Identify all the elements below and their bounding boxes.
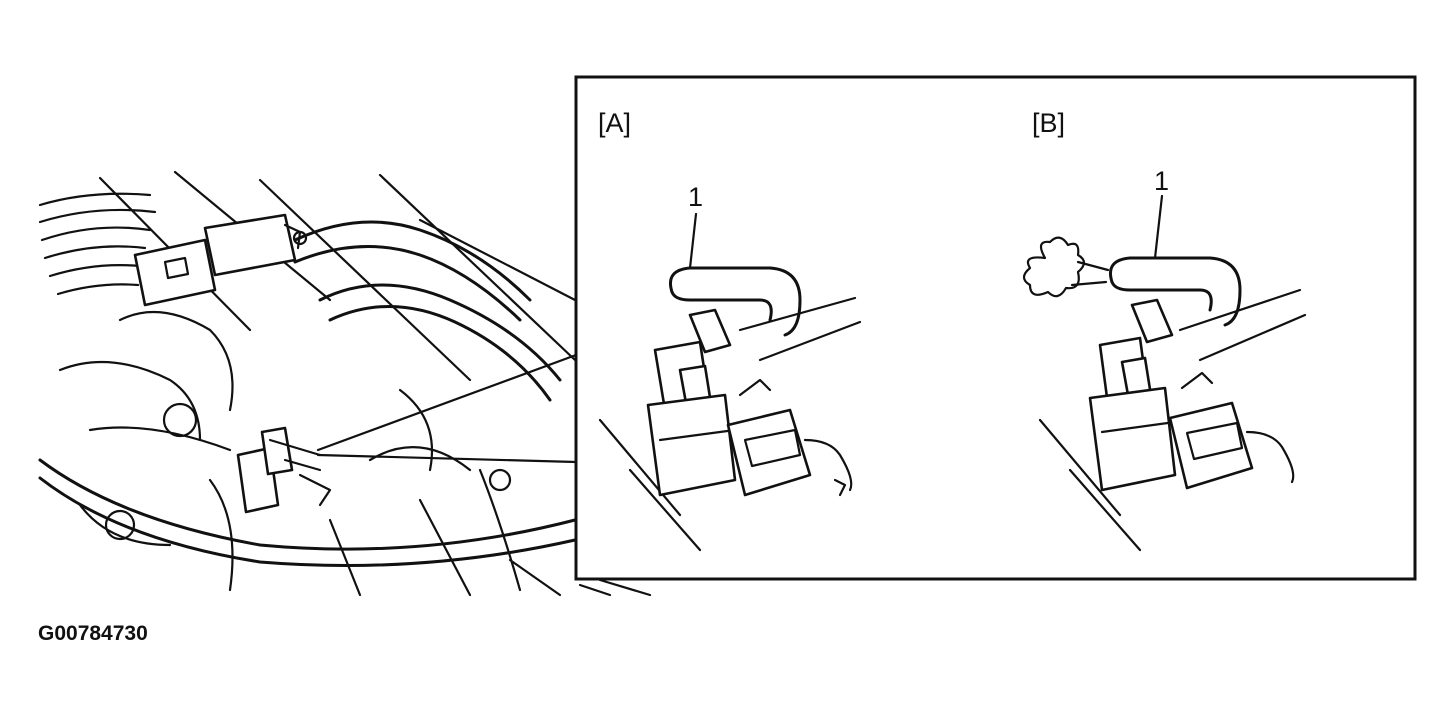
panel-b-valve-illustration xyxy=(1038,256,1307,552)
panel-a-callout-leader xyxy=(688,212,698,270)
panel-a-label: [A] xyxy=(598,108,632,138)
air-puff-icon xyxy=(1022,236,1110,298)
figure-code: G00784730 xyxy=(38,622,148,645)
engine-overview-illustration xyxy=(38,170,652,597)
callout-wedge xyxy=(316,353,578,464)
panel-a-callout-number: 1 xyxy=(688,182,704,212)
panel-b-callout-leader xyxy=(1153,194,1164,260)
panel-b-callout-number: 1 xyxy=(1154,166,1170,196)
panel-a-valve-illustration xyxy=(598,266,862,552)
panel-b-label: [B] xyxy=(1032,108,1066,138)
